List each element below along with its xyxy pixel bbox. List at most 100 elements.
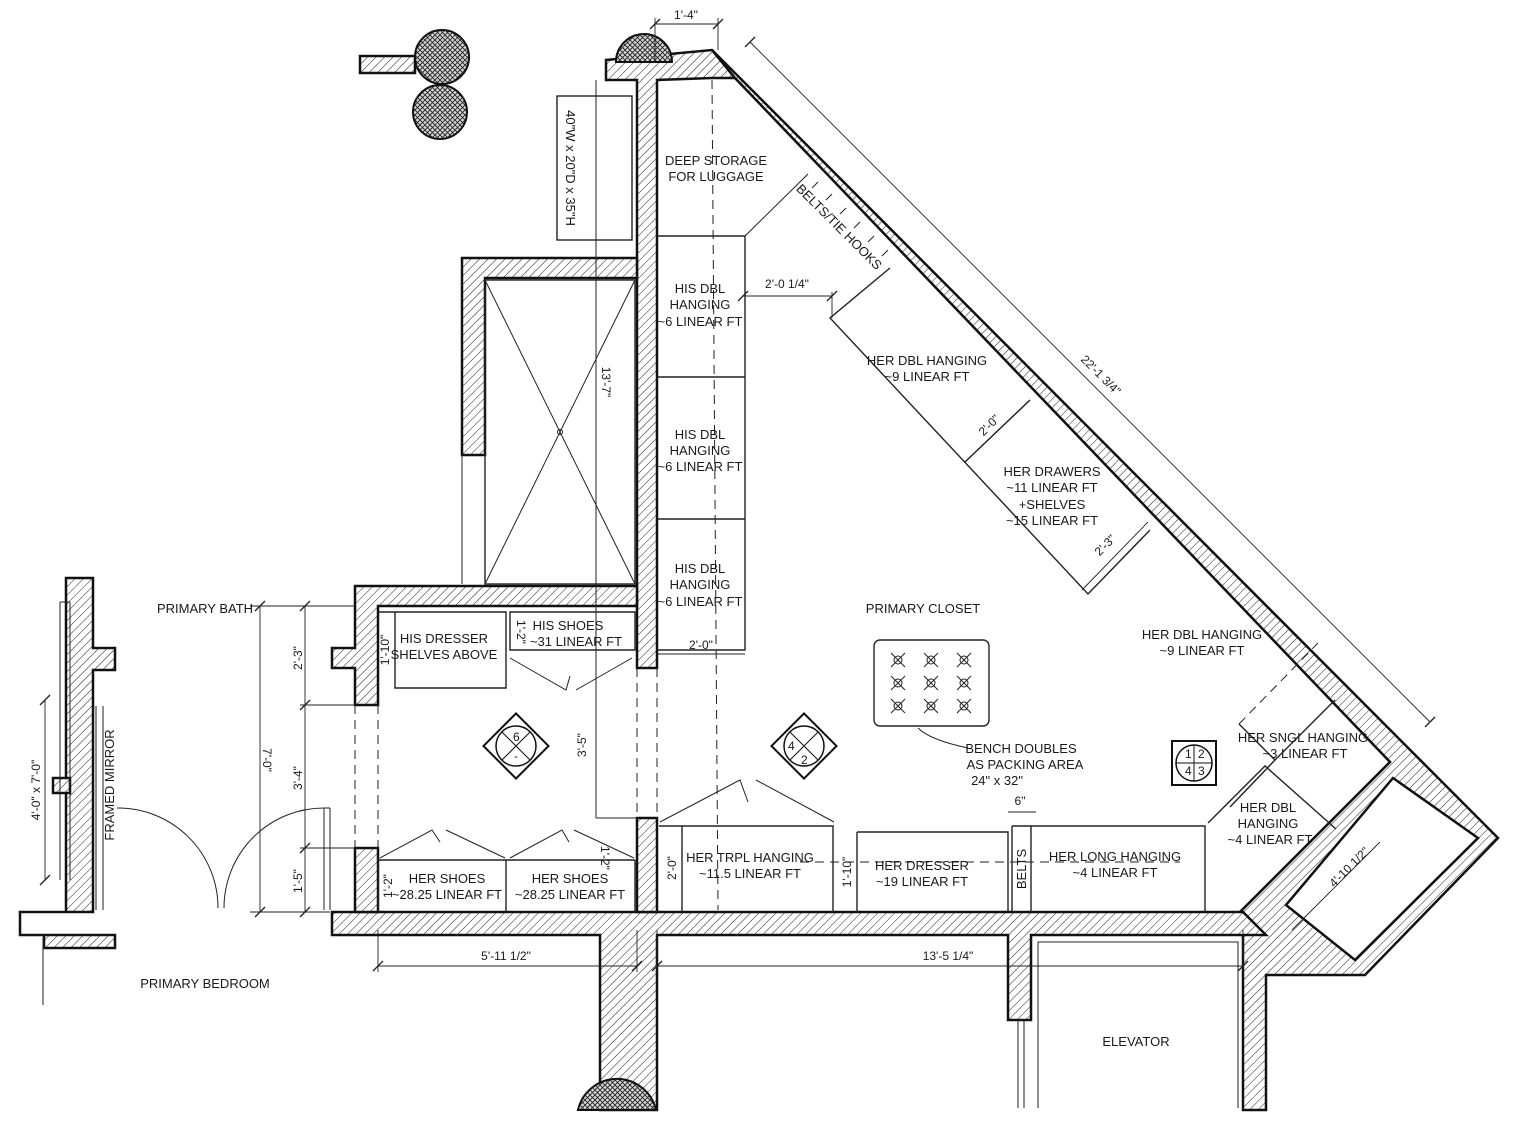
his-dbl-2-line3: ~6 LINEAR FT: [658, 459, 743, 474]
belts-tie-hooks-label: BELTS/TIE HOOKS: [793, 181, 885, 273]
bench-marker-cross: [890, 698, 906, 714]
her-dresser-line1: HER DRESSER: [875, 858, 969, 873]
tag-c-2: 2: [1198, 747, 1205, 761]
dim-her-drawers-depth: 2'-3": [1092, 532, 1119, 559]
column: [576, 1077, 658, 1111]
dim-his-shoes-depth: 1'-2": [514, 620, 528, 644]
her-trpl-line2: ~11.5 LINEAR FT: [699, 866, 801, 881]
bench-marker-cross: [923, 652, 939, 668]
belts-label: BELTS: [1014, 849, 1029, 890]
wall-elevator-box: [1284, 776, 1480, 962]
his-dbl-3-line3: ~6 LINEAR FT: [658, 594, 743, 609]
dim-bottom-left: 5'-11 1/2": [481, 949, 531, 963]
dim-her-trpl-depth: 2'-0": [665, 856, 679, 880]
his-shoes-doors: [509, 657, 633, 691]
deep-storage-line1: DEEP STORAGE: [665, 153, 767, 168]
bench-markers: [890, 652, 972, 714]
his-dresser-box: [378, 611, 507, 689]
her-shoes-doors: [379, 829, 635, 859]
dim-center-3-5: 3'-5": [575, 733, 589, 757]
framed-mirror-label: FRAMED MIRROR: [102, 729, 117, 840]
mirror-size-label: 4'-0" x 7'-0": [29, 760, 43, 820]
wall-bedroom: [18, 576, 117, 950]
belt-hook-marks: [811, 181, 889, 257]
wall-bottom: [330, 910, 1270, 1112]
bench-marker: [959, 678, 969, 688]
his-hanging-top-diag: [744, 173, 809, 237]
tag-c-3: 3: [1198, 764, 1205, 778]
elevator-label: ELEVATOR: [1102, 1034, 1169, 1049]
bench-line2: AS PACKING AREA: [967, 757, 1084, 772]
his-shoes-box: [509, 611, 636, 651]
dimension-ticks: [39, 18, 1436, 972]
bench-marker-cross: [890, 675, 906, 691]
her-long-box: [1031, 825, 1206, 912]
bench-marker-cross: [923, 698, 939, 714]
his-dbl-1-line1: HIS DBL: [675, 281, 726, 296]
her-dresser-line2: ~19 LINEAR FT: [876, 874, 968, 889]
tag-c-4: 4: [1185, 764, 1192, 778]
bench-marker: [926, 678, 936, 688]
her-drawers-line1: HER DRAWERS: [1003, 464, 1100, 479]
bench-marker-cross: [956, 675, 972, 691]
his-shoes-line1: HIS SHOES: [533, 618, 604, 633]
his-dresser-line2: SHELVES ABOVE: [391, 647, 498, 662]
labels: PRIMARY BATH PRIMARY BEDROOM PRIMARY CLO…: [29, 110, 1368, 1049]
deep-storage-line2: FOR LUGGAGE: [668, 169, 764, 184]
her-shoes-1-line2: ~28.25 LINEAR FT: [392, 887, 502, 902]
primary-bedroom-label: PRIMARY BEDROOM: [140, 976, 270, 991]
her-drawers-line2: ~11 LINEAR FT: [1006, 480, 1097, 495]
his-dbl-3-line2: HANGING: [670, 577, 731, 592]
his-dbl-3-line1: HIS DBL: [675, 561, 726, 576]
bench-marker-cross: [890, 652, 906, 668]
primary-bath-label: PRIMARY BATH: [157, 601, 253, 616]
her-shoes-2-line2: ~28.25 LINEAR FT: [515, 887, 625, 902]
her-sngl-line2: ~3 LINEAR FT: [1263, 746, 1348, 761]
wall-bedroom-stub: [51, 776, 72, 795]
his-dbl-1-line2: HANGING: [670, 297, 731, 312]
her-sngl-box: [1207, 699, 1337, 830]
her-trpl-box: [659, 825, 834, 912]
wall-bath-bottom: [353, 846, 380, 914]
column: [412, 84, 468, 140]
bench-marker: [893, 701, 903, 711]
dim-13-7: 13'-7": [599, 367, 613, 398]
dim-bottom-right: 13'-5 1/4": [923, 949, 974, 963]
her-dbl-a-line2: ~9 LINEAR FT: [885, 369, 970, 384]
her-dresser-box: [856, 831, 1009, 912]
tag-b-left: 4: [788, 739, 795, 753]
columns: [412, 29, 674, 1111]
bench-marker: [893, 655, 903, 665]
finish-tag-a: 6 -: [482, 712, 550, 780]
her-drawers-line4: ~15 LINEAR FT: [1006, 513, 1098, 528]
bench: [873, 639, 990, 727]
dim-top-jamb: 1'-4": [674, 8, 698, 22]
her-long-line1: HER LONG HANGING: [1049, 849, 1181, 864]
bedroom-door: [116, 807, 331, 910]
walls: [18, 48, 1500, 1112]
bench-marker: [959, 701, 969, 711]
his-dbl-2-line2: HANGING: [670, 443, 731, 458]
column: [414, 29, 470, 85]
cabinet-size-label: 40"W x 20"D x 35"H: [563, 110, 578, 226]
finish-tag-c: 1 2 3 4: [1171, 740, 1217, 786]
dim-bath-2-3: 2'-3": [291, 646, 305, 670]
tag-a-bottom: -: [514, 749, 518, 763]
her-shoes-box: [377, 859, 636, 912]
tag-c-1: 1: [1185, 747, 1192, 761]
dim-her-dresser-depth: 1'-10": [840, 857, 854, 888]
her-dbl-c-line3: ~4 LINEAR FT: [1228, 832, 1313, 847]
mirror: [59, 601, 104, 910]
her-drawers-line3: +SHELVES: [1019, 497, 1086, 512]
bench-line3: 24" x 32": [971, 773, 1023, 788]
her-dbl-b-line2: ~9 LINEAR FT: [1160, 643, 1245, 658]
dim-shelf-depth: 2'-0 1/4": [765, 277, 809, 291]
wall-top-left: [358, 54, 417, 75]
wall-closet-stub: [635, 816, 659, 914]
her-shoes-2-line1: HER SHOES: [532, 871, 609, 886]
primary-closet-label: PRIMARY CLOSET: [866, 601, 980, 616]
linen-closet: [484, 279, 636, 585]
dim-bath-3-4: 3'-4": [291, 766, 305, 790]
her-dbl-a-line1: HER DBL HANGING: [867, 353, 987, 368]
